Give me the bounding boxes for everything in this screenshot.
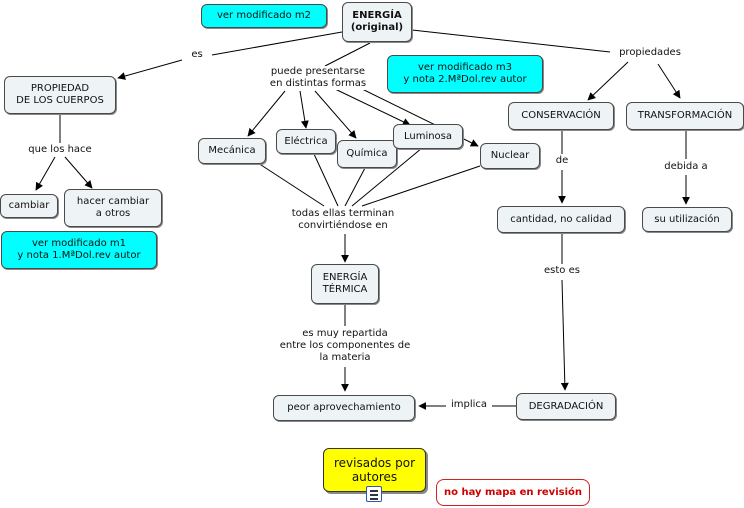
link-de: de <box>550 155 574 168</box>
node-conservacion[interactable]: CONSERVACIÓN <box>508 102 614 130</box>
node-quimica[interactable]: Química <box>337 140 397 168</box>
node-energia-termica[interactable]: ENERGÍA TÉRMICA <box>311 264 379 304</box>
node-hacer-cambiar-a-otros[interactable]: hacer cambiar a otros <box>64 189 162 227</box>
node-energia[interactable]: ENERGÍA (original) <box>342 2 412 42</box>
node-luminosa[interactable]: Luminosa <box>393 124 463 149</box>
node-mecanica[interactable]: Mecánica <box>198 138 266 164</box>
node-cantidad-no-calidad[interactable]: cantidad, no calidad <box>497 206 625 233</box>
link-implica: implica <box>446 399 492 412</box>
note-no-hay-mapa-en-revision[interactable]: no hay mapa en revisión <box>436 479 590 506</box>
note-revisados-por-autores[interactable]: revisados por autores <box>323 448 426 492</box>
node-nuclear[interactable]: Nuclear <box>480 143 540 169</box>
node-peor-aprovechamiento[interactable]: peor aprovechamiento <box>273 395 415 421</box>
node-degradacion[interactable]: DEGRADACIÓN <box>516 393 616 420</box>
note-ver-modificado-m3[interactable]: ver modificado m3 y nota 2.MªDol.rev aut… <box>387 55 543 93</box>
link-debida-a: debida a <box>656 161 716 174</box>
link-propiedades: propiedades <box>610 47 690 60</box>
node-su-utilizacion[interactable]: su utilización <box>642 207 732 232</box>
link-puede-presentarse: puede presentarse en distintas formas <box>256 66 380 90</box>
link-es: es <box>184 49 210 61</box>
node-electrica[interactable]: Eléctrica <box>276 129 336 154</box>
node-cambiar[interactable]: cambiar <box>0 194 58 218</box>
link-esto-es: esto es <box>535 265 589 278</box>
node-transformacion[interactable]: TRANSFORMACIÓN <box>626 102 744 130</box>
document-icon[interactable] <box>366 486 382 502</box>
note-ver-modificado-m2[interactable]: ver modificado m2 <box>201 4 327 28</box>
node-propiedad-de-los-cuerpos[interactable]: PROPIEDAD DE LOS CUERPOS <box>4 76 116 114</box>
note-ver-modificado-m1[interactable]: ver modificado m1 y nota 1.MªDol.rev aut… <box>1 231 157 269</box>
link-todas-ellas: todas ellas terminan convirtiéndose en <box>278 208 408 232</box>
link-que-los-hace: que los hace <box>18 144 102 156</box>
link-es-muy-repartida: es muy repartida entre los componentes d… <box>266 328 424 366</box>
